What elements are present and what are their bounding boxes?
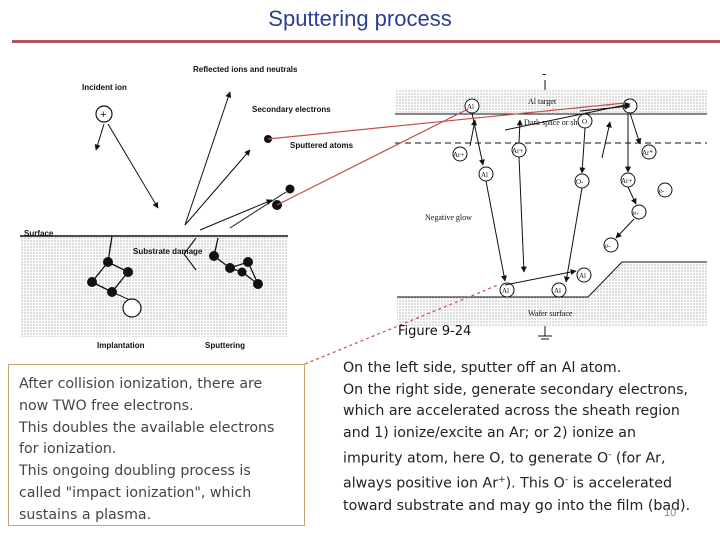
negative-glow-label: Negative glow bbox=[425, 213, 472, 222]
plasma-sheath-diagram: - Al target Dark space or sheath Negativ… bbox=[395, 67, 707, 340]
note-line: This ongoing doubling process is bbox=[19, 463, 251, 480]
explanation-text: On the left side, sputter off an Al atom… bbox=[343, 358, 715, 517]
atom-al-wafer-3: Al bbox=[579, 272, 586, 280]
title-divider bbox=[12, 40, 720, 43]
page-number: 10 bbox=[664, 507, 677, 519]
implantation-label: Implantation bbox=[97, 341, 145, 350]
connector-lines bbox=[267, 102, 626, 365]
surface-label: Surface bbox=[24, 229, 54, 238]
al-target-label: Al target bbox=[528, 97, 557, 106]
atom-e-3: e- bbox=[605, 242, 611, 250]
connector-secondary-electron bbox=[267, 102, 626, 140]
explanation-line: always positive ion Ar+). This O- is acc… bbox=[343, 475, 672, 492]
explanation-line: and 1) ionize/excite an Ar; or 2) ionize… bbox=[343, 425, 636, 442]
incident-ion-label: Incident ion bbox=[82, 83, 127, 92]
atom-ar-plus-2: Ar+ bbox=[512, 147, 523, 155]
sputtered-atoms-label: Sputtered atoms bbox=[290, 141, 354, 150]
atom-al-wafer-2: Al bbox=[554, 287, 561, 295]
implanted-ion-icon bbox=[122, 298, 142, 318]
note-line: for ionization. bbox=[19, 441, 117, 458]
atom-al-target-1: Al bbox=[467, 103, 474, 111]
secondary-electrons-label: Secondary electrons bbox=[252, 105, 331, 114]
explanation-line: impurity atom, here O, to generate O- (f… bbox=[343, 449, 666, 467]
atom-e-2: e- bbox=[633, 209, 639, 217]
reflected-label: Reflected ions and neutrals bbox=[193, 65, 298, 74]
connector-sputtered-atom bbox=[276, 108, 469, 206]
substrate-damage-label: Substrate damage bbox=[133, 247, 203, 256]
wafer-region bbox=[397, 262, 707, 326]
impact-ionization-note: After collision ionization, there are no… bbox=[8, 364, 305, 526]
incident-ion-icon bbox=[95, 105, 113, 123]
atom-ar-star: Ar* bbox=[642, 149, 653, 157]
atom-e-1: e- bbox=[659, 187, 665, 195]
target-sign: - bbox=[542, 67, 546, 81]
atom-al-2: Al bbox=[481, 171, 488, 179]
explanation-line: On the right side, generate secondary el… bbox=[343, 381, 689, 398]
note-line: called "impact ionization", which bbox=[19, 484, 252, 501]
note-line: After collision ionization, there are bbox=[19, 376, 263, 392]
explanation-line: On the left side, sputter off an Al atom… bbox=[343, 360, 622, 376]
slide-title: Sputtering process bbox=[268, 6, 452, 31]
wafer-surface-label: Wafer surface bbox=[528, 309, 573, 318]
sputtering-diagram: Incident ion Reflected ions and neutrals… bbox=[20, 65, 354, 350]
sputtering-label: Sputtering bbox=[205, 341, 245, 350]
note-line: This doubles the available electrons bbox=[19, 419, 275, 436]
explanation-line: toward substrate and may go into the fil… bbox=[343, 497, 691, 514]
substrate-region bbox=[20, 237, 288, 337]
atom-o-minus: O- bbox=[576, 178, 584, 186]
figure-caption: Figure 9-24 bbox=[398, 324, 472, 339]
dark-space-label: Dark space or sheath bbox=[524, 118, 591, 127]
atom-ar-plus-3: Ar+ bbox=[621, 177, 632, 185]
connector-note-dashed bbox=[304, 284, 499, 365]
atom-o: O bbox=[582, 118, 587, 126]
atom-al-wafer-1: Al bbox=[502, 287, 509, 295]
note-line: sustains a plasma. bbox=[19, 506, 152, 523]
atom-ar-plus-1: Ar+ bbox=[453, 151, 464, 159]
note-line: now TWO free electrons. bbox=[19, 397, 194, 414]
explanation-line: which are accelerated across the sheath … bbox=[343, 403, 680, 420]
svg-text:+: + bbox=[100, 109, 106, 121]
